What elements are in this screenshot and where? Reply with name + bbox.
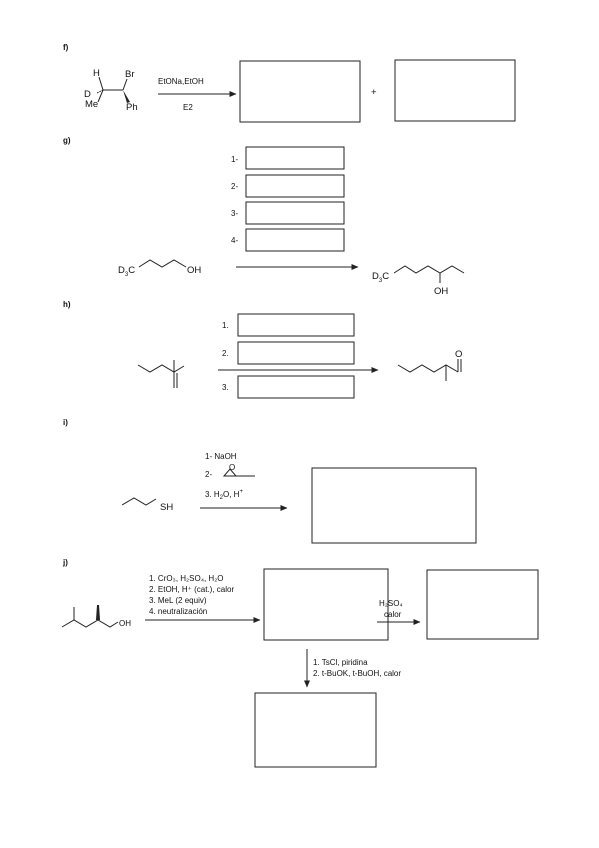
- product-g: D3C OH: [372, 265, 465, 297]
- step-i1: 1- NaOH: [205, 452, 237, 461]
- step-i3-sub: 2: [220, 495, 224, 501]
- svg-text:3. H2O, H+: 3. H2O, H+: [205, 489, 243, 501]
- epoxide: O: [222, 463, 255, 477]
- reactant-f: H Br D Me Ph: [84, 68, 138, 113]
- plus-sign: +: [371, 87, 377, 98]
- step-i3-sup: +: [239, 489, 243, 495]
- start-oh: OH: [187, 265, 201, 276]
- svg-text:D3C: D3C: [372, 271, 389, 284]
- atom-ph: Ph: [126, 102, 138, 113]
- answer-box-f2[interactable]: [394, 59, 516, 122]
- mechanism-f: E2: [183, 103, 193, 112]
- answer-box-g1[interactable]: [245, 146, 345, 170]
- start-material-g: D3C OH: [118, 259, 201, 278]
- section-label-f: f): [63, 43, 69, 52]
- acid-condition: calor: [384, 610, 402, 619]
- start-material-h: [137, 360, 185, 388]
- atom-me: Me: [85, 99, 98, 110]
- answer-box-j2[interactable]: [426, 569, 539, 640]
- atom-d: D: [84, 89, 91, 100]
- section-label-g: g): [63, 136, 71, 145]
- step-label-g4: 4-: [231, 236, 238, 245]
- section-j: j) 1. CrO₃, H₂SO₄, H₂O 2. EtOH, H⁺ (cat.…: [61, 558, 539, 768]
- answer-box-i[interactable]: [311, 467, 477, 544]
- start-c: C: [128, 265, 135, 276]
- step-label-g3: 3-: [231, 209, 238, 218]
- atom-br: Br: [125, 69, 135, 80]
- product-oh: OH: [434, 286, 448, 297]
- answer-box-j3[interactable]: [254, 692, 377, 768]
- answer-box-f1[interactable]: [239, 60, 361, 123]
- section-f: f) H Br D Me Ph EtONa,EtOH E2 +: [63, 43, 516, 123]
- step-label-g1: 1-: [231, 155, 238, 164]
- answer-box-h1[interactable]: [237, 313, 355, 337]
- step-label-h3: 3.: [222, 383, 229, 392]
- product-d-sub: 3: [379, 278, 383, 284]
- answer-box-g2[interactable]: [245, 174, 345, 198]
- condition-j2: 2. EtOH, H⁺ (cat.), calor: [149, 585, 234, 594]
- start-sh: SH: [160, 502, 173, 513]
- start-material-i: SH: [121, 497, 173, 513]
- step-label-g2: 2-: [231, 182, 238, 191]
- conditions-f: EtONa,EtOH: [158, 77, 204, 86]
- product-h: O: [397, 349, 462, 381]
- answer-box-h2[interactable]: [237, 341, 355, 365]
- down-condition-j1: 1. TsCl, piridina: [313, 658, 368, 667]
- epoxide-o: O: [229, 463, 235, 472]
- start-oh-j: OH: [119, 619, 131, 628]
- step-label-h2: 2.: [222, 349, 229, 358]
- answer-box-g3[interactable]: [245, 201, 345, 225]
- atom-h: H: [93, 68, 100, 79]
- start-d: D: [118, 265, 125, 276]
- product-o-h: O: [455, 349, 462, 360]
- step-i3-b: O, H: [223, 490, 240, 499]
- step-i2: 2-: [205, 470, 212, 479]
- step-i3-a: 3. H: [205, 490, 220, 499]
- down-condition-j2: 2. t-BuOK, t-BuOH, calor: [313, 669, 401, 678]
- section-g: g) 1- 2- 3- 4- D3C OH D3C OH: [63, 136, 465, 297]
- section-label-i: i): [63, 418, 68, 427]
- answer-box-j1[interactable]: [263, 568, 389, 641]
- condition-j4: 4. neutralización: [149, 607, 207, 616]
- start-d-sub: 3: [125, 272, 129, 278]
- section-label-h: h): [63, 300, 71, 309]
- product-d: D: [372, 271, 379, 282]
- section-h: h) 1. 2. 3. O: [63, 300, 462, 399]
- answer-box-h3[interactable]: [237, 375, 355, 399]
- section-label-j: j): [62, 558, 68, 567]
- condition-j3: 3. MeL (2 equiv): [149, 596, 207, 605]
- product-c: C: [382, 271, 389, 282]
- acid-label: H₂SO₄: [379, 599, 403, 608]
- section-i: i) 1- NaOH 2- O 3. H2O, H+ SH: [63, 418, 477, 544]
- condition-j1: 1. CrO₃, H₂SO₄, H₂O: [149, 574, 224, 583]
- answer-box-g4[interactable]: [245, 228, 345, 252]
- step-label-h1: 1.: [222, 321, 229, 330]
- start-material-j: OH: [61, 605, 131, 628]
- svg-text:D3C: D3C: [118, 265, 135, 278]
